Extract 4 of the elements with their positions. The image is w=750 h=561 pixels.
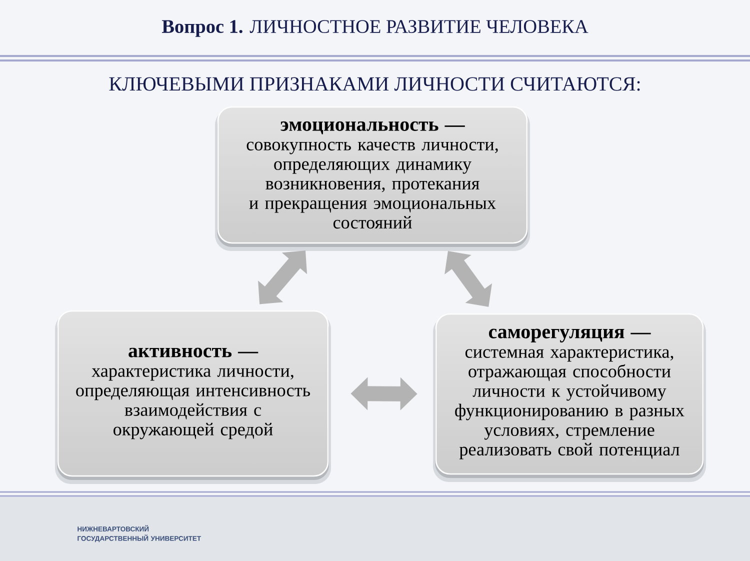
text-box: эмоциональность — совокупность качеств личности, определяющих динамику возникновения, протекания и прекращения эмоциональных состояний [215,106,530,251]
text-box: саморегуляция — системная характеристика, отражающая способности личности к устойчивому функционированию в разных условиях, стремление реализовать свой потенциал [433,313,706,482]
text-box: активность — характеристика личности, определяющая интенсивность взаимодействия с окружающей средой [55,310,331,484]
title: Вопрос 1. ЛИЧНОСТНОЕ РАЗВИТИЕ ЧЕЛОВЕКА [162,20,588,37]
